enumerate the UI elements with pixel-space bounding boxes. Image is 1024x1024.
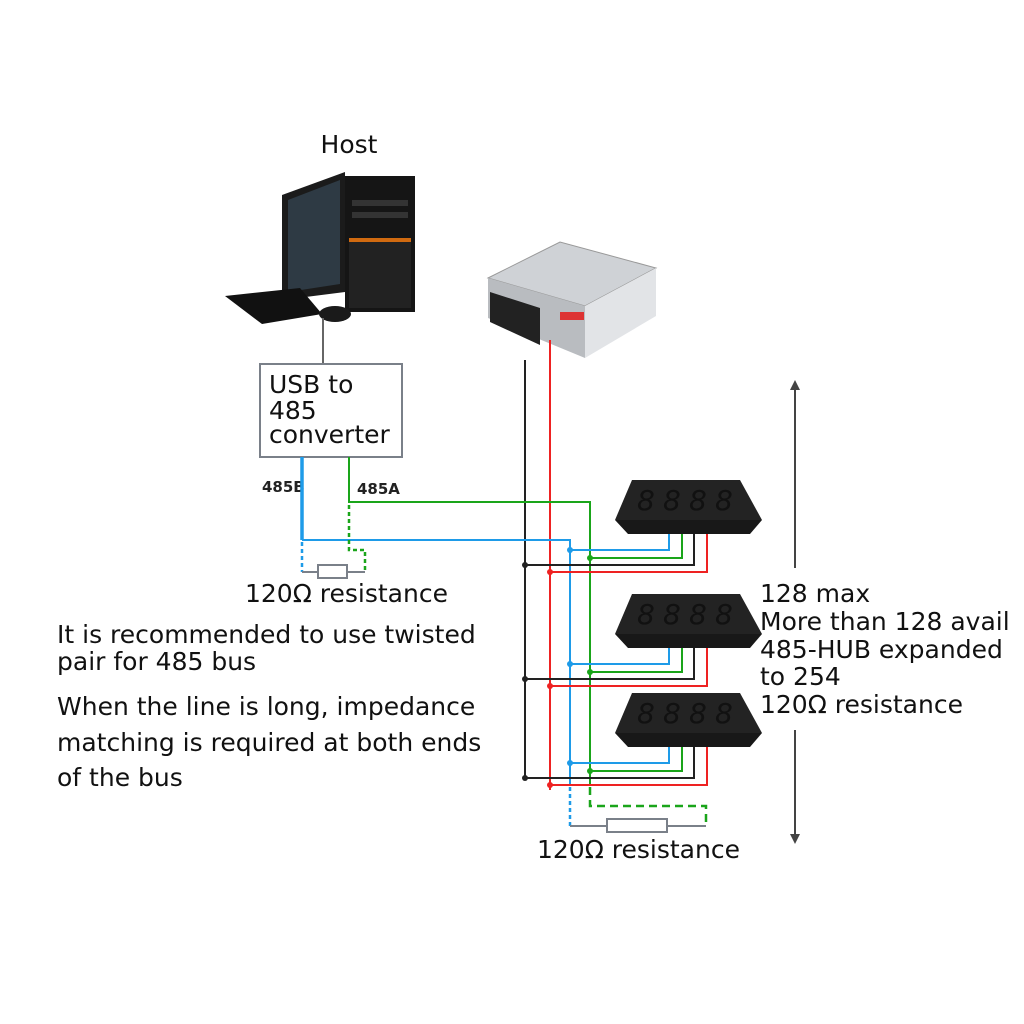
range-arrow bbox=[790, 380, 800, 844]
capacity-line-2: More than 128 avail bbox=[760, 607, 1010, 636]
host-title: Host bbox=[321, 130, 378, 159]
capacity-line-4: to 254 bbox=[760, 662, 841, 691]
note-line-5: of the bus bbox=[57, 763, 183, 792]
seven-segment-digit-icon: 8 bbox=[715, 484, 733, 517]
seven-segment-digit-icon: 8 bbox=[663, 598, 681, 631]
seven-segment-digit-icon: 8 bbox=[663, 697, 681, 730]
capacity-line-3: 485-HUB expanded bbox=[760, 635, 1003, 664]
computer-icon bbox=[225, 172, 415, 324]
capacity-line-1: 128 max bbox=[760, 579, 870, 608]
converter-label-3: converter bbox=[269, 420, 391, 449]
seven-segment-digit-icon: 8 bbox=[637, 484, 655, 517]
485a-label: 485A bbox=[357, 480, 400, 498]
power-supply-icon bbox=[486, 241, 658, 358]
converter-label-2: 485 bbox=[269, 396, 317, 425]
seven-segment-digit-icon: 8 bbox=[689, 598, 707, 631]
seven-segment-digit-icon: 8 bbox=[689, 697, 707, 730]
note-line-1: It is recommended to use twisted bbox=[57, 620, 476, 649]
seven-segment-digit-icon: 8 bbox=[715, 598, 733, 631]
485b-label: 485B bbox=[262, 478, 305, 496]
seven-segment-digit-icon: 8 bbox=[637, 697, 655, 730]
seven-segment-digit-icon: 8 bbox=[637, 598, 655, 631]
seven-segment-digit-icon: 8 bbox=[689, 484, 707, 517]
converter-label-1: USB to bbox=[269, 370, 353, 399]
resistor-top bbox=[300, 505, 367, 579]
usb-485-converter-box bbox=[259, 363, 403, 458]
note-line-3: When the line is long, impedance bbox=[57, 692, 475, 721]
seven-segment-digit-icon: 8 bbox=[663, 484, 681, 517]
resistor-top-label: 120Ω resistance bbox=[245, 579, 448, 608]
seven-segment-digit-icon: 8 bbox=[715, 697, 733, 730]
note-line-4: matching is required at both ends bbox=[57, 728, 481, 757]
resistor-bottom-label: 120Ω resistance bbox=[537, 835, 740, 864]
resistor-bottom bbox=[568, 787, 708, 833]
note-line-2: pair for 485 bus bbox=[57, 647, 256, 676]
capacity-line-5: 120Ω resistance bbox=[760, 690, 963, 719]
